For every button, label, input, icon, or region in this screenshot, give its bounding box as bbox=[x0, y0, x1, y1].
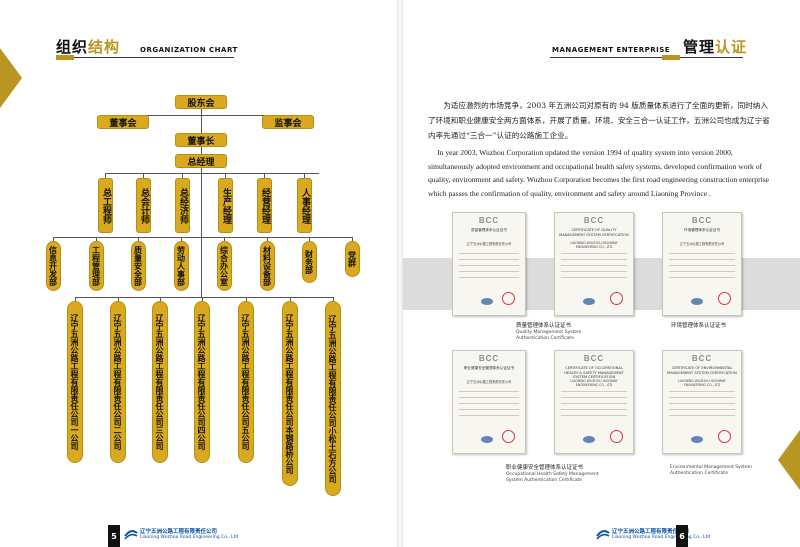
org-company-xiaosong: 辽宁五洲公路工程有限责任公司小松土石方公司 bbox=[325, 301, 341, 496]
intro-paragraph-cn: 为适应激烈的市场竞争，2003 年五洲公司对原有的 94 版质量体系进行了全面的… bbox=[428, 101, 770, 140]
org-dept-finance: 财务部 bbox=[302, 241, 317, 283]
caption-safety-certificate: 职业健康安全管理体系认证证书 Occupational Health Safet… bbox=[506, 465, 599, 484]
org-business-manager: 经营经理 bbox=[257, 178, 272, 233]
management-title-cn: 管理认证 bbox=[683, 38, 748, 56]
certificate-safety-en: BCC CERTIFICATE OF OCCUPATIONAL HEALTH &… bbox=[554, 350, 634, 454]
org-chief-engineer: 总工程师 bbox=[98, 178, 113, 233]
org-hr-manager: 人事经理 bbox=[297, 178, 312, 233]
org-company-1: 辽宁五洲公路工程有限责任公司一公司 bbox=[67, 301, 83, 463]
management-title-en: MANAGEMENT ENTERPRISE bbox=[552, 46, 671, 54]
caption-environment-certificate-en: Environmental Management System Authenti… bbox=[670, 465, 753, 477]
org-dept-labor: 劳动人事部 bbox=[174, 241, 189, 291]
certificate-quality-en: BCC CERTIFICATE OF QUALITY MANAGEMENT SY… bbox=[554, 212, 634, 316]
company-logo-icon bbox=[124, 530, 138, 540]
org-supervisors: 监事会 bbox=[262, 115, 314, 129]
intro-paragraph-en: In year 2003, Wuzhou Corporation updated… bbox=[428, 148, 770, 198]
header-rule bbox=[56, 57, 234, 58]
header-accent bbox=[662, 55, 680, 60]
org-chief-economist: 总经济师 bbox=[175, 178, 190, 233]
caption-environment-certificate: 环境管理体系认证证书 bbox=[671, 323, 727, 329]
page-number-right: 6 bbox=[676, 525, 688, 547]
org-dept-info: 信息开发部 bbox=[46, 241, 61, 291]
org-chairman: 董事长 bbox=[175, 133, 227, 147]
org-company-3: 辽宁五洲公路工程有限责任公司三公司 bbox=[152, 301, 168, 463]
footer-company-en: Liaoning Wuzhou Road Engineering Co., Lt… bbox=[612, 535, 711, 540]
org-company-4: 辽宁五洲公路工程有限责任公司四公司 bbox=[194, 301, 210, 463]
caption-quality-certificate: 质量管理体系认证证书 Quality Management System Aut… bbox=[516, 323, 582, 342]
company-logo-icon bbox=[596, 530, 610, 540]
certificate-environment-en: BCC CERTIFICATE OF ENVIRONMENTAL MANAGEM… bbox=[662, 350, 742, 454]
org-chief-accountant: 总会计师 bbox=[136, 178, 151, 233]
org-dept-quality: 质量安全部 bbox=[131, 241, 146, 291]
org-board: 董事会 bbox=[97, 115, 149, 129]
org-chart-title-cn: 组织结构 bbox=[56, 38, 121, 56]
org-dept-materials: 材料设备部 bbox=[260, 241, 275, 291]
certificate-quality-cn: BCC 质量管理体系认证证书 辽宁五洲公路工程有限责任公司 bbox=[452, 212, 526, 316]
footer-company-cn: 辽宁五洲公路工程有限责任公司 bbox=[612, 529, 690, 535]
org-dept-office: 综合办公室 bbox=[217, 241, 232, 291]
certificate-environment-cn: BCC 环境管理体系认证证书 辽宁五洲公路工程有限责任公司 bbox=[662, 212, 742, 316]
org-company-5: 辽宁五洲公路工程有限责任公司五公司 bbox=[238, 301, 254, 463]
page-number-left: 5 bbox=[108, 525, 120, 547]
org-dept-engineering: 工程管理部 bbox=[89, 241, 104, 291]
org-chart-title-en: ORGANIZATION CHART bbox=[140, 46, 238, 54]
org-general-manager: 总经理 bbox=[175, 154, 227, 168]
org-production-manager: 生产经理 bbox=[218, 178, 233, 233]
right-page: MANAGEMENT ENTERPRISE 管理认证 为适应激烈的市场竞争，20… bbox=[400, 0, 800, 547]
header-accent bbox=[56, 55, 74, 60]
book-spine bbox=[397, 0, 403, 547]
org-company-bengang: 辽宁五洲公路工程有限责任公司本钢路桥公司 bbox=[282, 301, 298, 486]
gold-triangle-left bbox=[0, 48, 22, 108]
org-dept-party: 党群 bbox=[345, 241, 360, 277]
gold-triangle-right bbox=[778, 430, 800, 490]
footer-company-en: Liaoning Wuzhou Road Engineering Co., Lt… bbox=[140, 535, 239, 540]
certificate-safety-cn: BCC 职业健康安全管理体系认证证书 辽宁五洲公路工程有限责任公司 bbox=[452, 350, 526, 454]
left-page: 组织结构 ORGANIZATION CHART 股东会 董事会 监事会 董事长 … bbox=[0, 38, 360, 547]
header-rule bbox=[550, 57, 743, 58]
org-company-2: 辽宁五洲公路工程有限责任公司二公司 bbox=[110, 301, 126, 463]
footer-company-cn: 辽宁五洲公路工程有限责任公司 bbox=[140, 529, 218, 535]
org-shareholders: 股东会 bbox=[175, 95, 227, 109]
